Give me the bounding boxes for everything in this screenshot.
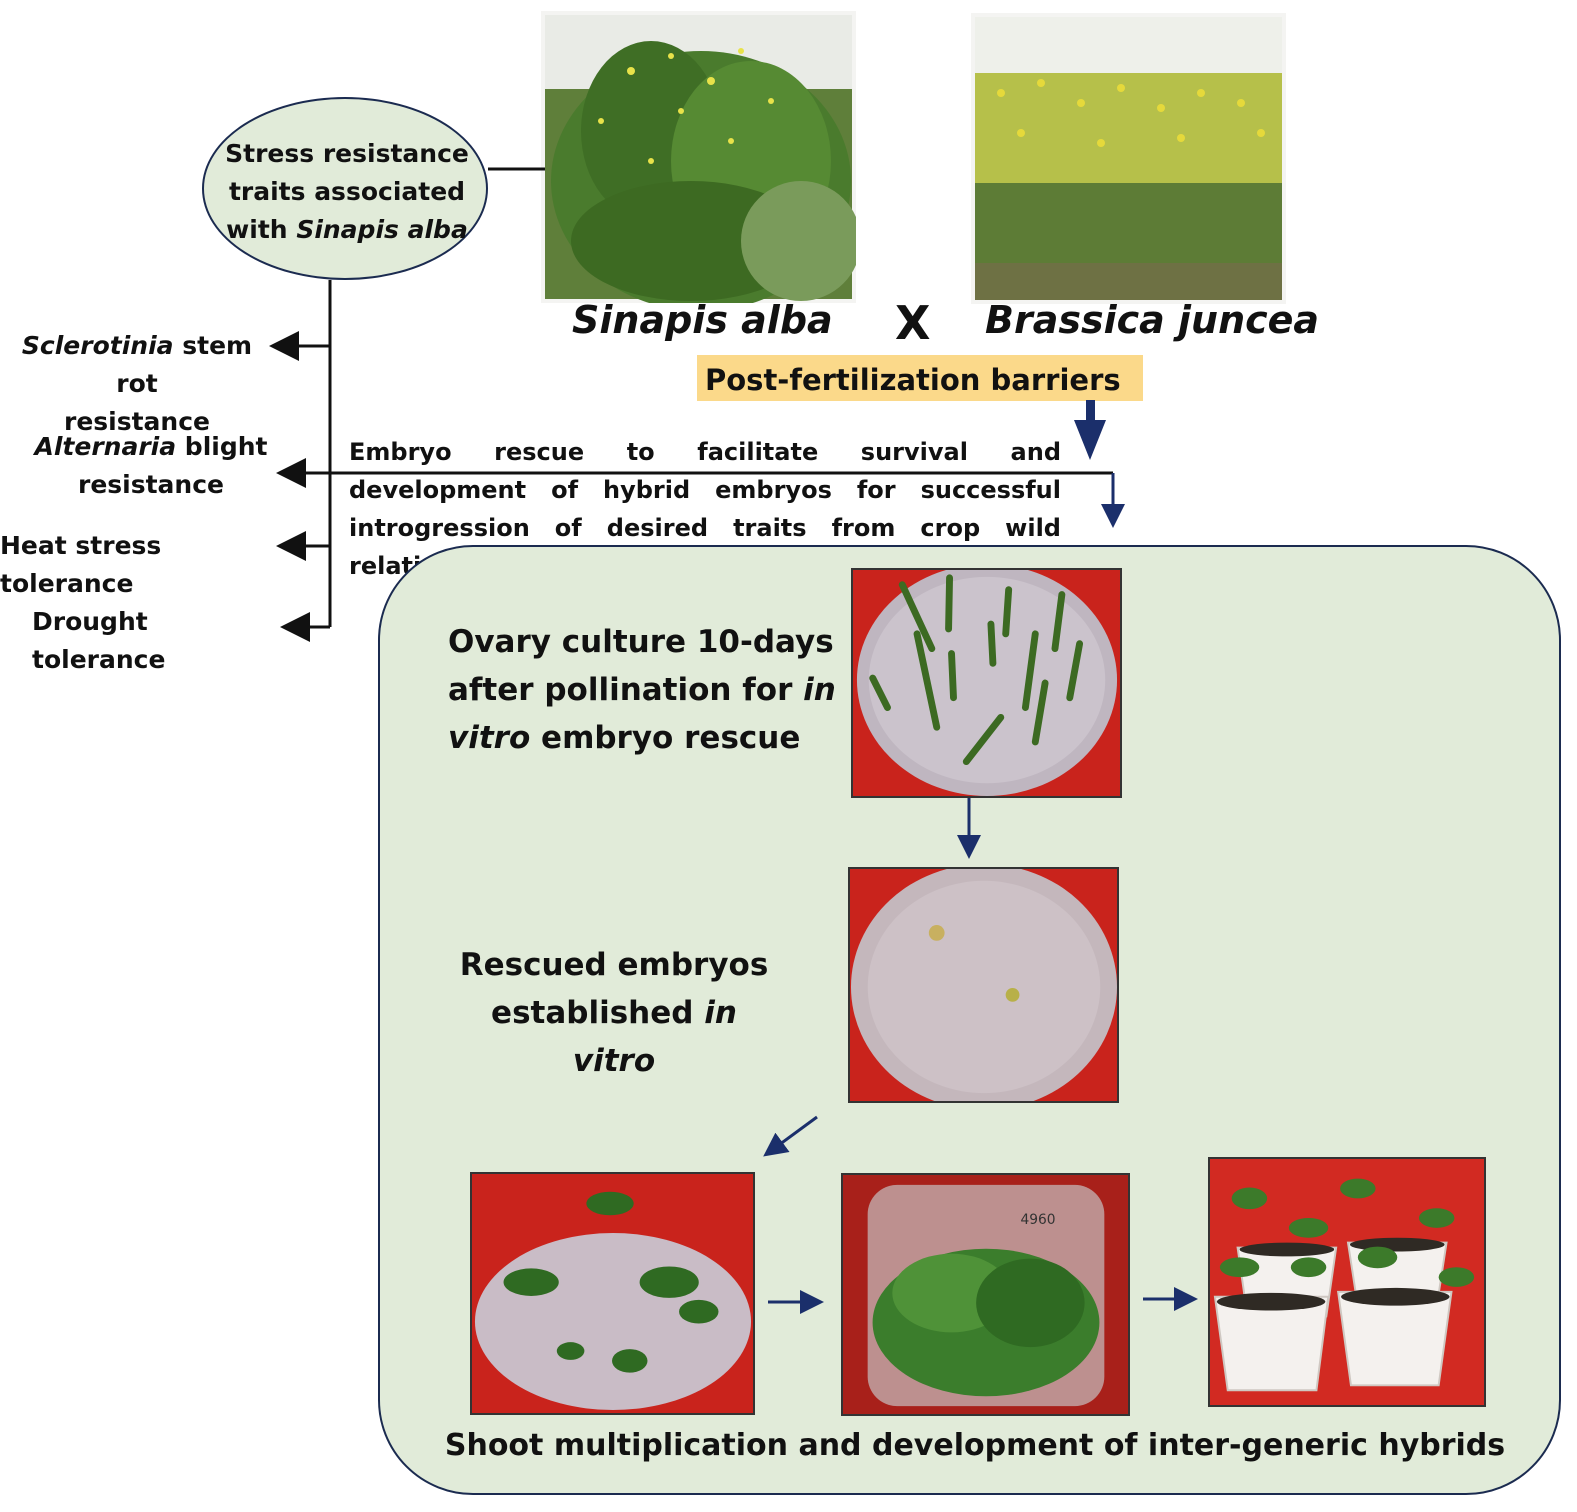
ovary-culture-photo (851, 568, 1122, 798)
flask-number: 4960 (1021, 1212, 1056, 1228)
traits-ellipse-text: Stress resistance traits associated with… (213, 135, 481, 249)
trait-sclerotinia-rest: stem rot (116, 331, 253, 398)
trait-sclerotinia: Sclerotinia stem rot resistance (6, 327, 268, 441)
trait-sclerotinia-line2: resistance (63, 407, 210, 436)
ovary-line-2-italic: in (803, 672, 836, 708)
rescued-embryos-photo (848, 867, 1119, 1103)
ovary-line-1: Ovary culture 10-days (448, 624, 834, 660)
shoot-multiplication-caption: Shoot multiplication and development of … (444, 1428, 1506, 1463)
trait-alternaria-line2: resistance (77, 470, 224, 499)
rescued-to-shoot-arrow (763, 1115, 818, 1157)
cross-symbol: X (895, 296, 931, 350)
traits-line-2: traits associated (228, 177, 466, 206)
trait-drought-text: Drought tolerance (32, 607, 166, 674)
ovary-line-3-italic: vitro (448, 720, 531, 756)
trait-heat-text: Heat stress tolerance (0, 531, 162, 598)
hybrid-plants-photo (1208, 1157, 1486, 1407)
traits-line-3-species: Sinapis alba (296, 215, 468, 244)
ovary-line-3: vitro embryo rescue (448, 714, 838, 762)
post-fertilization-barrier-box: Post-fertilization barriers (697, 355, 1143, 401)
sinapis-alba-label: Sinapis alba (572, 298, 833, 342)
rescued-line-2: established in vitro (449, 989, 779, 1085)
shoot-culture-photo-1 (470, 1172, 755, 1415)
traits-ellipse (202, 97, 488, 280)
traits-line-1: Stress resistance (225, 139, 469, 168)
sinapis-alba-photo (541, 11, 856, 303)
ovary-line-2-prefix: after pollination for (448, 672, 804, 708)
ovary-line-2: after pollination for in (448, 666, 838, 714)
brassica-juncea-label: Brassica juncea (985, 298, 1320, 342)
trait-sclerotinia-italic: Sclerotinia (21, 331, 174, 360)
traits-line-3-prefix: with (226, 215, 288, 244)
traits-line-3: with Sinapis alba (213, 211, 481, 249)
trait-heat: Heat stress tolerance (0, 527, 280, 603)
embryo-rescue-description: Embryo rescue to facilitate survival and… (349, 438, 1061, 580)
brassica-juncea-photo (971, 13, 1286, 304)
barrier-down-arrow (1074, 400, 1106, 460)
trait-alternaria-italic: Alternaria (34, 432, 177, 461)
rescued-line-2-italic: in vitro (572, 995, 737, 1079)
trait-alternaria-rest: blight (176, 432, 268, 461)
shoot-culture-photo-2: 4960 (841, 1173, 1130, 1416)
ovary-line-3-suffix: embryo rescue (530, 720, 801, 756)
rescued-line-2-prefix: established (491, 995, 705, 1031)
rescued-embryos-text: Rescued embryos established in vitro (449, 941, 779, 1085)
rescued-line-1: Rescued embryos (459, 947, 769, 983)
ovary-culture-text: Ovary culture 10-days after pollination … (448, 618, 838, 762)
trait-drought: Drought tolerance (32, 603, 282, 679)
trait-alternaria: Alternaria blight resistance (20, 428, 282, 504)
